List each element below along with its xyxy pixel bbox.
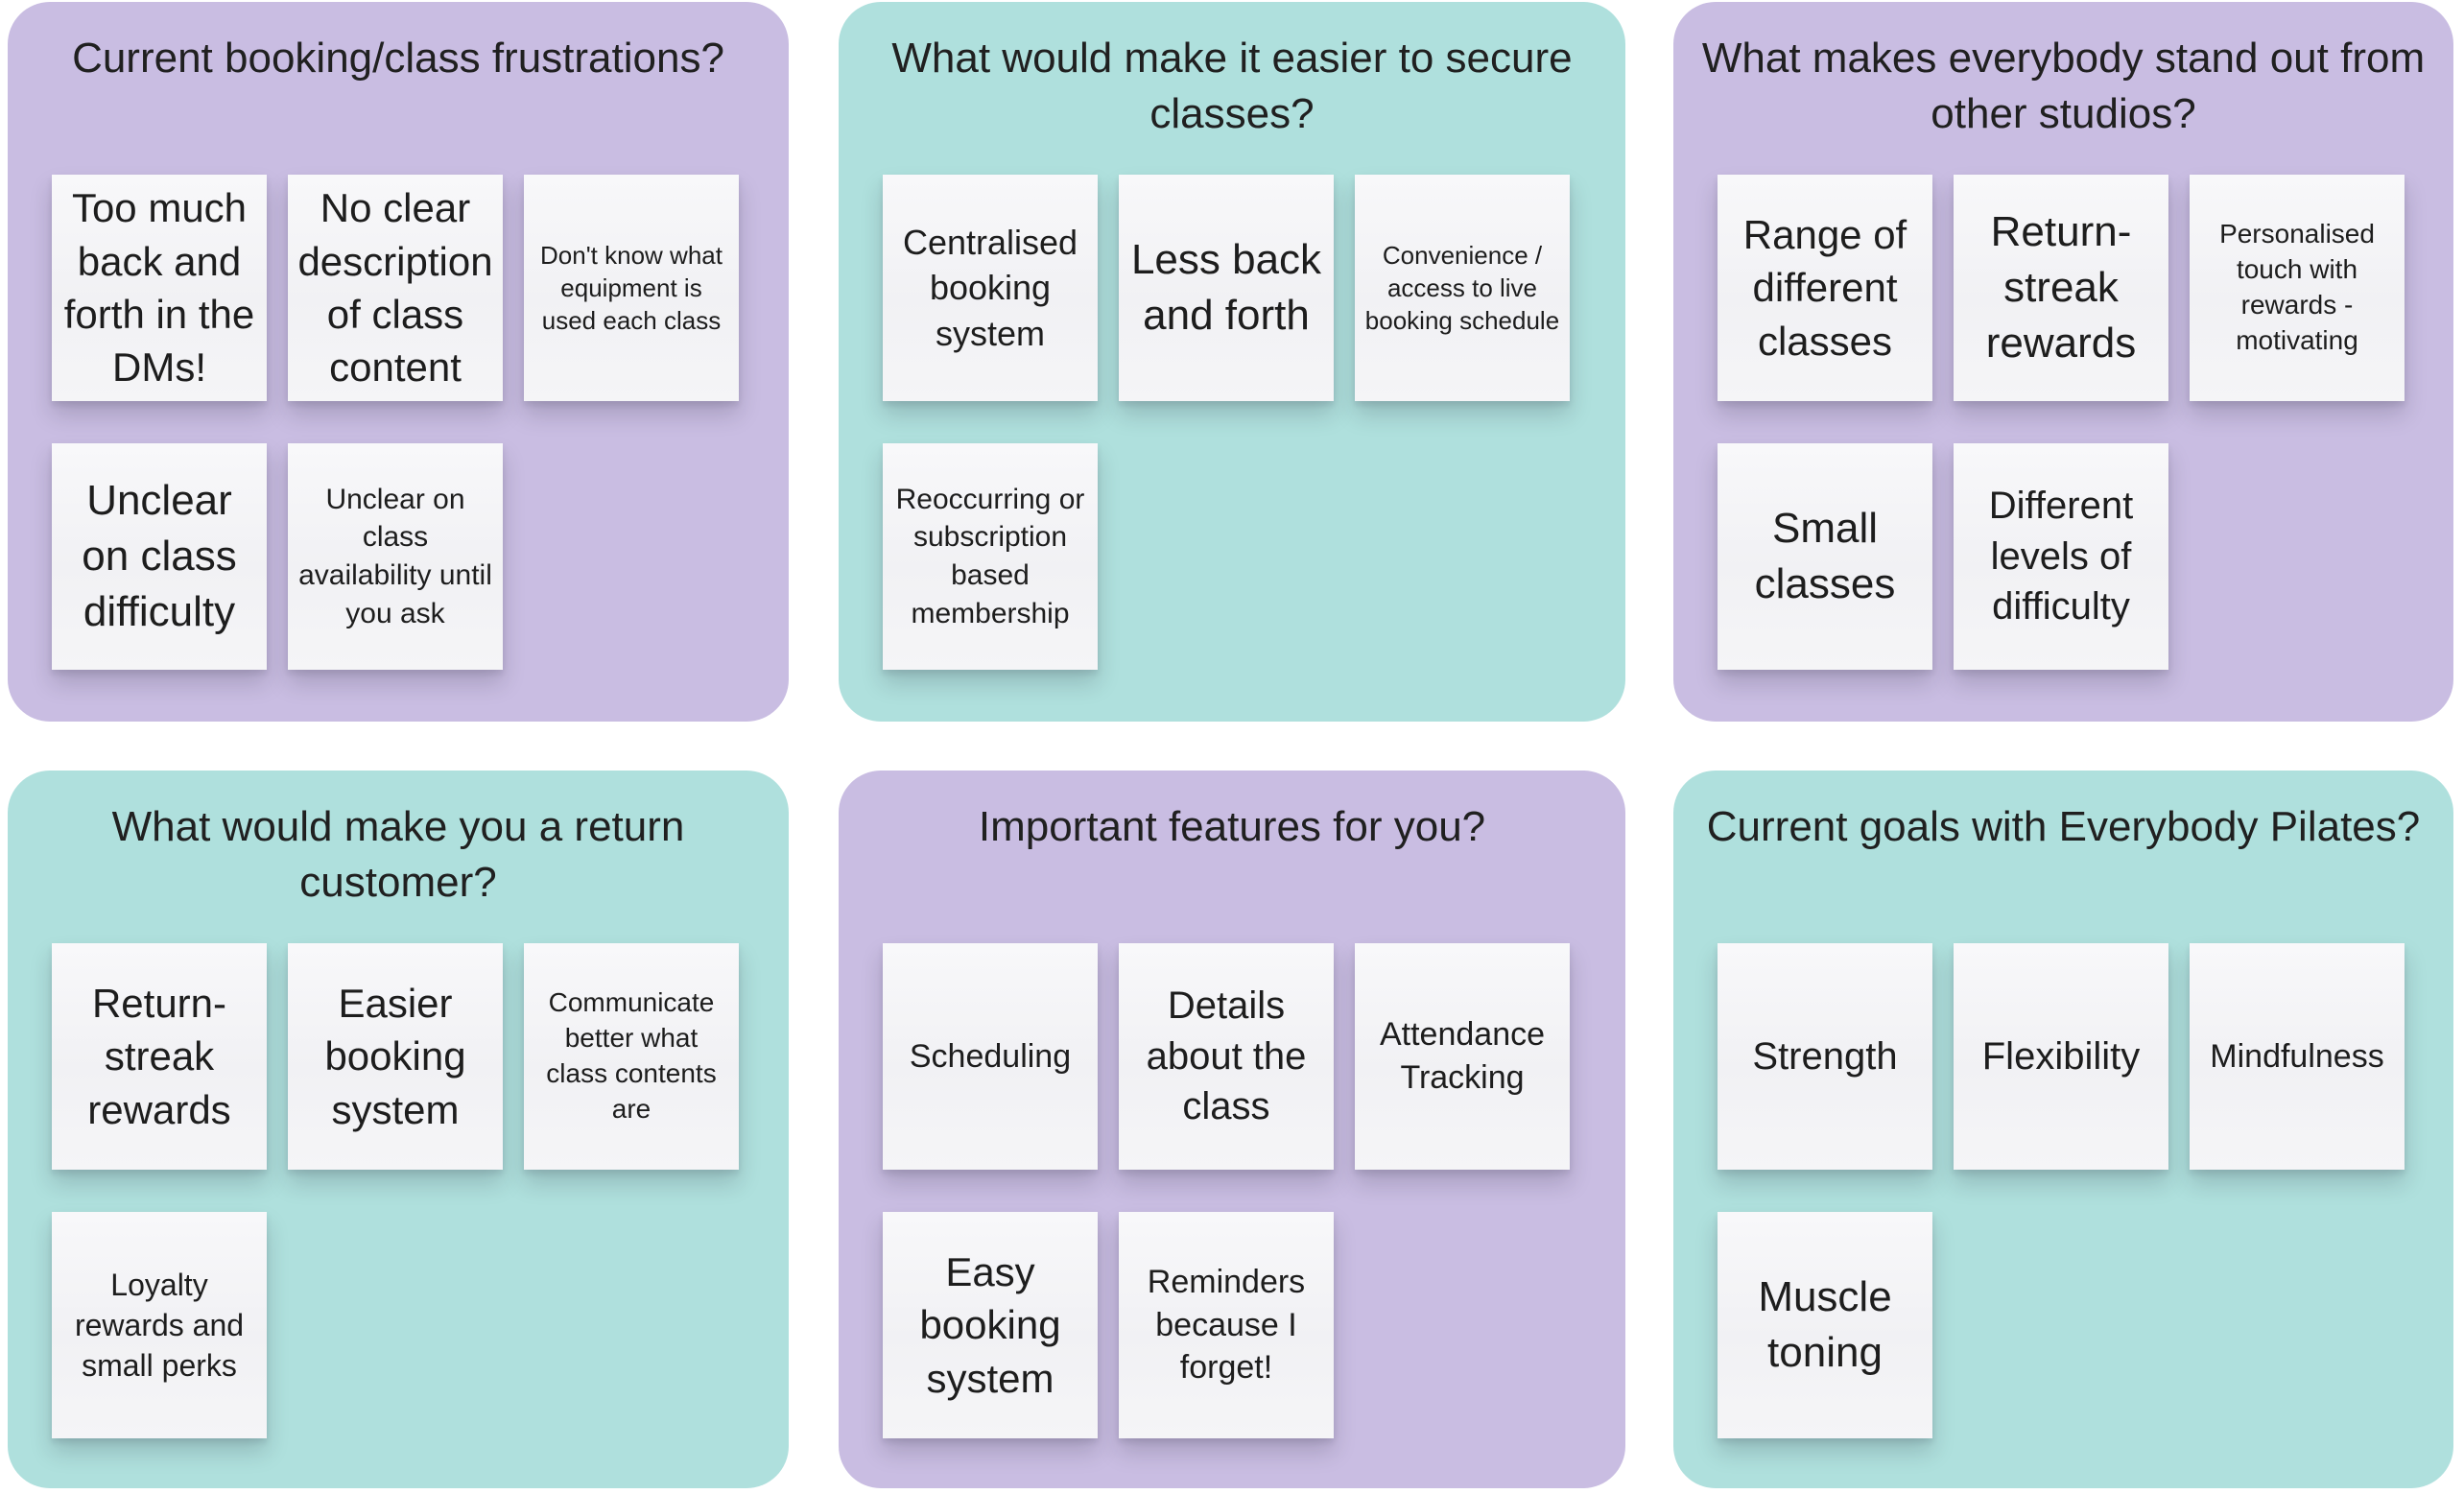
section-title: What would make it easier to secure clas… <box>891 35 1573 138</box>
section-title: Current goals with Everybody Pilates? <box>1706 803 2421 850</box>
section-easier-to-secure-classes[interactable]: What would make it easier to secure clas… <box>839 2 1625 722</box>
sticky-note-text: Less back and forth <box>1130 235 1322 339</box>
sticky-note-text: Communicate better what class contents a… <box>546 987 717 1124</box>
sticky-note[interactable]: Mindfulness <box>2190 943 2405 1170</box>
sticky-note[interactable]: Strength <box>1718 943 1932 1170</box>
sticky-note[interactable]: Scheduling <box>883 943 1098 1170</box>
sticky-notes-grid: Range of different classes Return-streak… <box>1718 175 2405 670</box>
sticky-note-text: Different levels of difficulty <box>1988 484 2134 628</box>
sticky-notes-grid: Centralised booking system Less back and… <box>883 175 1570 670</box>
sticky-note-text: Personalised touch with rewards - motiva… <box>2219 219 2375 355</box>
sticky-note[interactable]: No clear description of class content <box>288 175 503 401</box>
section-title: What makes everybody stand out from othe… <box>1701 35 2426 138</box>
sticky-note-text: Unclear on class availability until you … <box>298 483 492 629</box>
section-title: Important features for you? <box>978 803 1486 850</box>
sticky-note[interactable]: Range of different classes <box>1718 175 1932 401</box>
sticky-note[interactable]: Return-streak rewards <box>1954 175 2168 401</box>
sticky-note-text: Return-streak rewards <box>87 980 231 1132</box>
section-return-customer[interactable]: What would make you a return customer? R… <box>8 771 789 1488</box>
section-booking-frustrations[interactable]: Current booking/class frustrations? Too … <box>8 2 789 722</box>
sticky-note-text: Convenience / access to live booking sch… <box>1364 240 1560 336</box>
sticky-notes-grid: Scheduling Details about the class Atten… <box>883 943 1570 1438</box>
sticky-note-text: Centralised booking system <box>902 222 1078 353</box>
sticky-notes-grid: Strength Flexibility Mindfulness Muscle … <box>1718 943 2405 1438</box>
section-important-features[interactable]: Important features for you? Scheduling D… <box>839 771 1625 1488</box>
sticky-note-text: Don't know what equipment is used each c… <box>540 240 723 336</box>
sticky-note[interactable]: Loyalty rewards and small perks <box>52 1212 267 1438</box>
sticky-note[interactable]: Centralised booking system <box>883 175 1098 401</box>
sticky-note-text: Too much back and forth in the DMs! <box>63 185 255 391</box>
sticky-note[interactable]: Personalised touch with rewards - motiva… <box>2190 175 2405 401</box>
sticky-note[interactable]: Less back and forth <box>1119 175 1334 401</box>
sticky-note-text: Reoccurring or subscription based member… <box>895 483 1085 629</box>
sticky-note-text: Easy booking system <box>919 1248 1061 1401</box>
sticky-note-text: Flexibility <box>1981 1034 2141 1078</box>
sticky-note-text: No clear description of class content <box>297 185 493 391</box>
sticky-note-text: Unclear on class difficulty <box>82 476 237 636</box>
section-stand-out-from-studios[interactable]: What makes everybody stand out from othe… <box>1673 2 2453 722</box>
sticky-note[interactable]: Easy booking system <box>883 1212 1098 1438</box>
section-title: What would make you a return customer? <box>111 803 685 907</box>
sticky-note[interactable]: Reoccurring or subscription based member… <box>883 443 1098 670</box>
sticky-note-text: Strength <box>1752 1034 1898 1078</box>
sticky-note-text: Loyalty rewards and small perks <box>74 1267 245 1384</box>
sticky-note[interactable]: Different levels of difficulty <box>1954 443 2168 670</box>
sticky-note-text: Reminders because I forget! <box>1147 1263 1306 1387</box>
sticky-note[interactable]: Unclear on class difficulty <box>52 443 267 670</box>
sticky-note[interactable]: Details about the class <box>1119 943 1334 1170</box>
sticky-note-text: Muscle toning <box>1758 1272 1892 1376</box>
section-title: Current booking/class frustrations? <box>72 35 724 82</box>
sticky-note-text: Mindfulness <box>2210 1037 2384 1075</box>
sticky-note-text: Scheduling <box>909 1037 1072 1075</box>
sticky-note[interactable]: Don't know what equipment is used each c… <box>524 175 739 401</box>
sticky-note[interactable]: Small classes <box>1718 443 1932 670</box>
sticky-note[interactable]: Attendance Tracking <box>1355 943 1570 1170</box>
sticky-note[interactable]: Muscle toning <box>1718 1212 1932 1438</box>
section-current-goals[interactable]: Current goals with Everybody Pilates? St… <box>1673 771 2453 1488</box>
sticky-notes-grid: Return-streak rewards Easier booking sys… <box>52 943 739 1438</box>
sticky-note[interactable]: Easier booking system <box>288 943 503 1170</box>
sticky-note[interactable]: Too much back and forth in the DMs! <box>52 175 267 401</box>
sticky-note-text: Small classes <box>1754 504 1896 607</box>
sticky-note[interactable]: Communicate better what class contents a… <box>524 943 739 1170</box>
sticky-note[interactable]: Unclear on class availability until you … <box>288 443 503 670</box>
sticky-note[interactable]: Return-streak rewards <box>52 943 267 1170</box>
sticky-notes-grid: Too much back and forth in the DMs! No c… <box>52 175 739 670</box>
sticky-note-text: Range of different classes <box>1742 211 1907 364</box>
sticky-note-text: Easier booking system <box>324 980 466 1132</box>
sticky-note[interactable]: Flexibility <box>1954 943 2168 1170</box>
sticky-note[interactable]: Convenience / access to live booking sch… <box>1355 175 1570 401</box>
sticky-note-text: Details about the class <box>1146 984 1307 1128</box>
sticky-note-text: Return-streak rewards <box>1985 207 2137 368</box>
sticky-note[interactable]: Reminders because I forget! <box>1119 1212 1334 1438</box>
sticky-note-text: Attendance Tracking <box>1379 1016 1546 1096</box>
